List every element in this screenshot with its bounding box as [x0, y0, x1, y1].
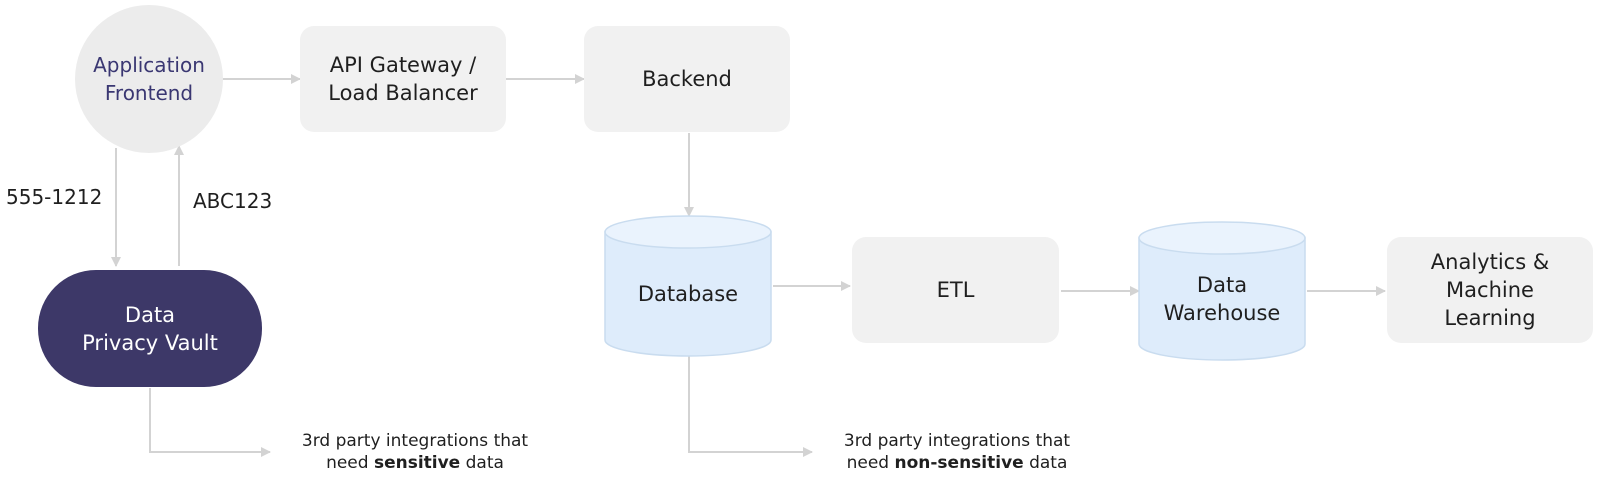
- edge-label-phone-number: 555-1212: [6, 185, 103, 209]
- data-warehouse-label-line2: Warehouse: [1163, 301, 1281, 325]
- analytics-ml-node: Analytics & Machine Learning: [1387, 237, 1593, 343]
- data-privacy-vault-node: Data Privacy Vault: [38, 270, 262, 387]
- etl-node: ETL: [852, 237, 1059, 343]
- privacy-vault-label-line1: Data: [124, 302, 176, 327]
- database-cylinder: [604, 215, 772, 357]
- nonsensitive-integrations-note: 3rd party integrations that need non-sen…: [832, 430, 1082, 474]
- analytics-label-line2: Machine: [1446, 278, 1534, 302]
- database-label: Database: [637, 282, 739, 306]
- analytics-label-line1: Analytics &: [1430, 250, 1550, 274]
- sensitive-note-bold: sensitive: [373, 453, 461, 473]
- analytics-label-line3: Learning: [1444, 306, 1536, 330]
- nonsensitive-note-line1: 3rd party integrations that: [843, 431, 1071, 451]
- nonsensitive-note-suffix: data: [1023, 453, 1068, 473]
- api-gateway-node: API Gateway / Load Balancer: [300, 26, 506, 132]
- database-node: Database: [605, 248, 771, 340]
- api-gateway-label-line2: Load Balancer: [328, 81, 478, 105]
- etl-label: ETL: [936, 278, 975, 302]
- sensitive-note-suffix: data: [460, 453, 504, 473]
- api-gateway-label-line1: API Gateway /: [329, 53, 477, 77]
- arrow-vault-to-sensitive-integrations: [149, 388, 271, 457]
- nonsensitive-note-prefix: need: [846, 453, 895, 473]
- application-frontend-label-line2: Frontend: [104, 81, 194, 105]
- edge-label-token: ABC123: [193, 189, 273, 213]
- application-frontend-label-line1: Application: [93, 53, 205, 77]
- backend-label: Backend: [642, 67, 732, 91]
- sensitive-note-line2: need sensitive data: [290, 452, 540, 474]
- data-warehouse-label-line1: Data: [1196, 273, 1248, 297]
- privacy-vault-label-line2: Privacy Vault: [82, 330, 218, 355]
- data-warehouse-cylinder: [1138, 221, 1306, 361]
- application-frontend-node: Application Frontend: [75, 5, 223, 153]
- nonsensitive-note-line2: need non-sensitive data: [832, 452, 1082, 474]
- sensitive-note-line1: 3rd party integrations that: [301, 431, 529, 451]
- nonsensitive-note-bold: non-sensitive: [894, 453, 1024, 473]
- sensitive-integrations-note: 3rd party integrations that need sensiti…: [290, 430, 540, 474]
- data-warehouse-node: Data Warehouse: [1139, 254, 1305, 344]
- backend-node: Backend: [584, 26, 790, 132]
- arrow-database-to-nonsensitive-integrations: [688, 354, 813, 457]
- sensitive-note-prefix: need: [326, 453, 374, 473]
